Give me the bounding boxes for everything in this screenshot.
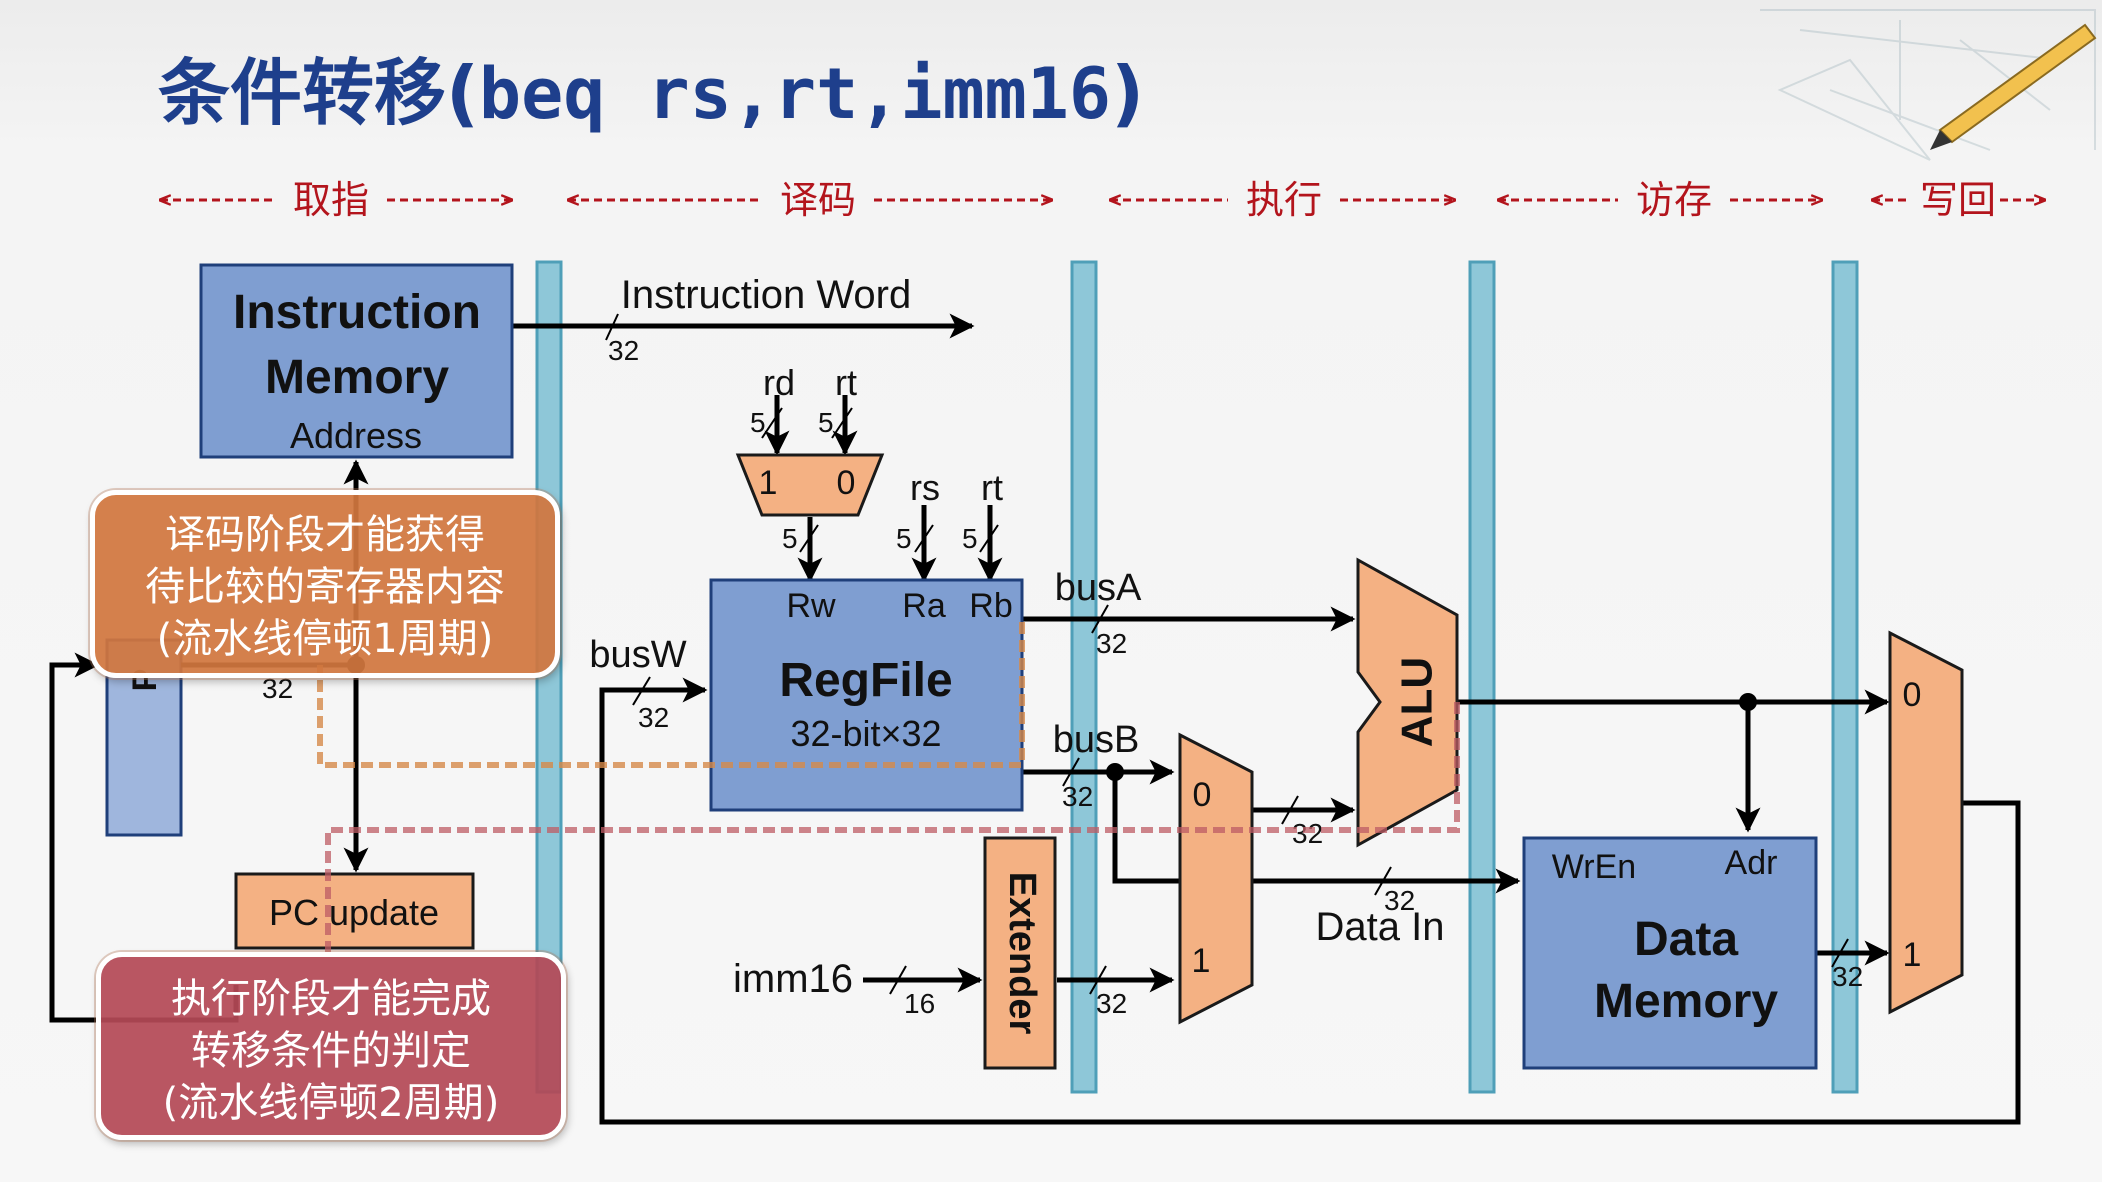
callout-decode-stall: 译码阶段才能获得 待比较的寄存器内容 (流水线停顿1周期) [90, 490, 560, 678]
signal-rd: rd [763, 362, 795, 403]
width-rt-top: 5 [818, 407, 834, 438]
instruction-memory-block [199, 263, 514, 459]
regfile-rw-port: Rw [786, 587, 836, 625]
callout-execute-line2: 转移条件的判定 [191, 1028, 471, 1074]
width-pc: 32 [262, 673, 293, 704]
data-memory-wren: WrEn [1552, 848, 1636, 886]
pipeline-registers [535, 260, 1859, 1094]
bus-width-labels: 32 5 5 5 5 5 32 32 32 32 32 16 32 32 32 [262, 335, 1863, 1019]
width-imm16: 16 [904, 988, 935, 1019]
rw-mux-in1: 1 [759, 464, 778, 502]
stage-label-decode: 译码 [780, 178, 856, 222]
signal-rt: rt [981, 467, 1003, 508]
stage-label-memory: 访存 [1636, 178, 1712, 222]
instruction-word-label: Instruction Word [621, 273, 912, 317]
bus-width-ticks [605, 313, 1849, 995]
busW-label: busW [589, 634, 686, 676]
width-mem-out: 32 [1832, 961, 1863, 992]
width-busW: 32 [638, 702, 669, 733]
extender-label: Extender [1001, 872, 1043, 1035]
instruction-memory-address: Address [290, 415, 422, 456]
regfile-size: 32-bit×32 [790, 713, 941, 754]
callout-decode-line3: (流水线停顿1周期) [156, 616, 494, 662]
stage-label-fetch: 取指 [293, 178, 369, 222]
width-busA: 32 [1096, 628, 1127, 659]
width-extender: 32 [1096, 988, 1127, 1019]
callout-execute-line3: (流水线停顿2周期) [162, 1080, 500, 1126]
rw-mux [735, 453, 885, 517]
width-instruction: 32 [608, 335, 639, 366]
alu-src-mux [1178, 732, 1254, 1025]
imm16-label: imm16 [733, 957, 853, 1001]
alu-block [1356, 557, 1459, 848]
data-memory-line1: Data [1634, 913, 1738, 966]
stage-label-writeback: 写回 [1920, 178, 1996, 222]
callout-decode-line2: 待比较的寄存器内容 [145, 564, 505, 610]
width-rb: 5 [962, 523, 978, 554]
writeback-mux-in0: 0 [1903, 676, 1922, 714]
callout-execute-stall: 执行阶段才能完成 转移条件的判定 (流水线停顿2周期) [96, 952, 566, 1140]
pencil-decoration [1930, 23, 2097, 150]
execute-feedback-path [325, 702, 1460, 952]
callout-decode-line1: 译码阶段才能获得 [165, 512, 485, 558]
regfile-ra-port: Ra [902, 587, 946, 625]
width-alu-in: 32 [1292, 818, 1323, 849]
alu-label: ALU [1393, 657, 1442, 747]
title-paren-open: ( [446, 51, 479, 135]
regfile-name: RegFile [779, 654, 952, 707]
rw-mux-in0: 0 [837, 464, 856, 502]
corner-sketch-decoration [1760, 9, 2096, 161]
instruction-memory-line1: Instruction [233, 286, 481, 339]
title-main: 条件转移 [158, 51, 447, 135]
regfile-rb-port: Rb [969, 587, 1012, 625]
regfile-block [709, 578, 1024, 812]
extender-block [983, 836, 1057, 1070]
data-memory-block [1522, 836, 1818, 1070]
width-rd: 5 [750, 407, 766, 438]
page-title: 条件转移(beq rs,rt,imm16) [158, 38, 1144, 148]
pipeline-register-id-ex [1070, 260, 1098, 1094]
writeback-mux [1888, 630, 1964, 1015]
pc-update-block [234, 872, 475, 950]
wires [49, 313, 2021, 1125]
pc-update-label: PC update [269, 892, 439, 933]
alu-src-mux-in0: 0 [1193, 776, 1212, 814]
title-paren-close: ) [1111, 51, 1144, 135]
data-memory-adr: Adr [1725, 844, 1778, 882]
pipeline-register-ex-mem [1468, 260, 1496, 1094]
width-data-in: 32 [1384, 885, 1415, 916]
title-instruction: beq rs,rt,imm16 [478, 53, 1112, 135]
alu-src-mux-in1: 1 [1192, 942, 1211, 980]
data-in-label: Data In [1316, 905, 1445, 949]
busB-label: busB [1053, 719, 1140, 761]
instruction-memory-line2: Memory [265, 351, 449, 404]
callout-execute-line1: 执行阶段才能完成 [171, 976, 491, 1022]
writeback-mux-in1: 1 [1903, 936, 1922, 974]
width-rw: 5 [782, 523, 798, 554]
decode-feedback-path [317, 622, 1025, 768]
signal-rs: rs [910, 467, 940, 508]
signal-rt-top: rt [835, 362, 857, 403]
stage-label-execute: 执行 [1246, 178, 1322, 222]
data-memory-line2: Memory [1594, 975, 1778, 1028]
width-ra: 5 [896, 523, 912, 554]
width-busB: 32 [1062, 781, 1093, 812]
busA-label: busA [1055, 567, 1142, 609]
